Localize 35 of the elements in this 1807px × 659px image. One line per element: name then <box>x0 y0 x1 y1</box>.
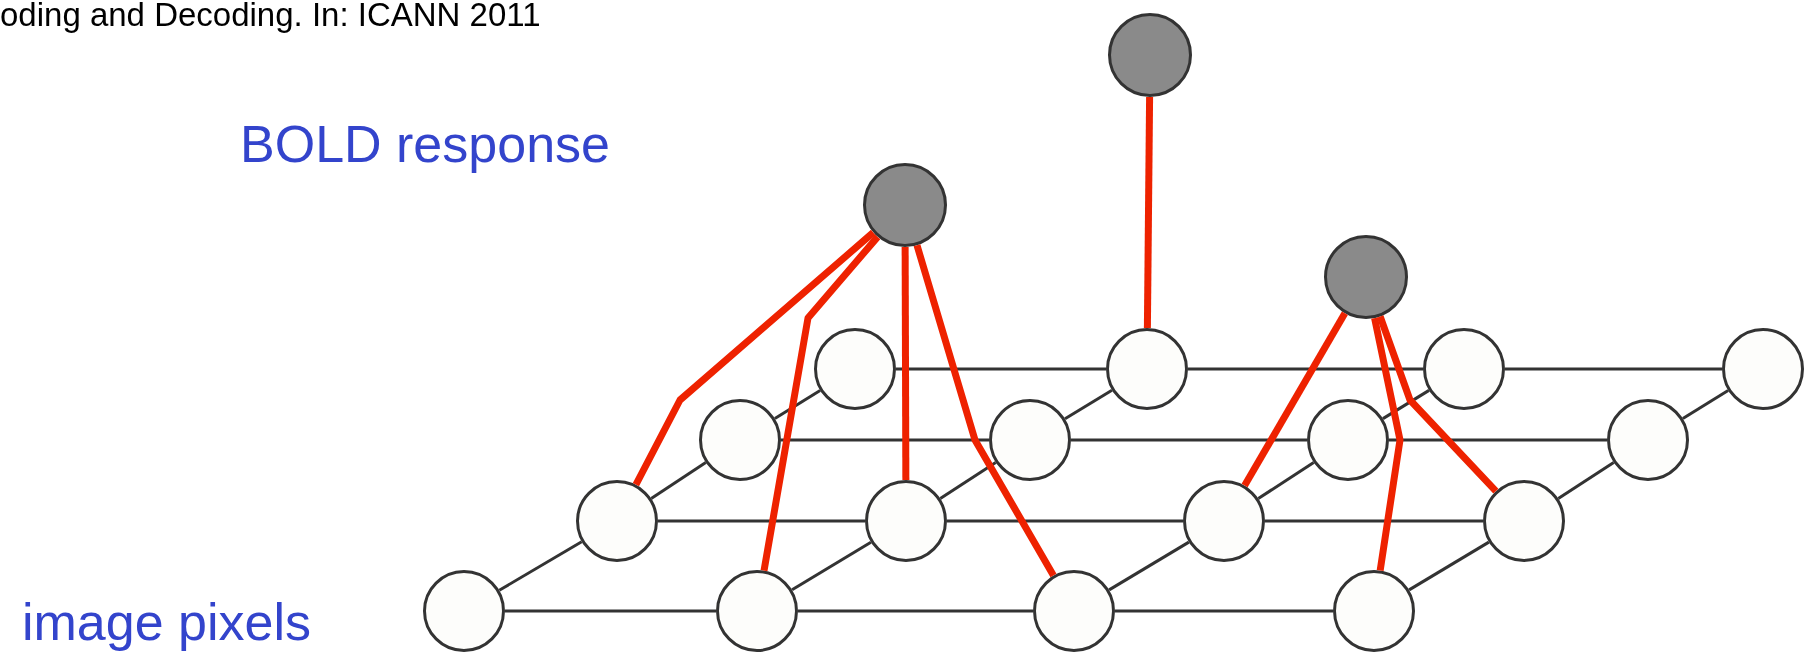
connector-line <box>1108 540 1190 592</box>
connector-line <box>1265 519 1483 523</box>
connector-line <box>1408 540 1490 592</box>
connector-line <box>774 389 821 420</box>
connector-line <box>1188 367 1423 371</box>
connector-line <box>1371 317 1404 571</box>
connector-line <box>632 229 876 487</box>
connector-line <box>1557 461 1615 500</box>
connector-line <box>498 540 583 592</box>
axis-label: BOLD response <box>240 114 610 175</box>
connector-line <box>939 461 997 500</box>
connector-line <box>1064 389 1113 420</box>
connector-line <box>1376 315 1499 494</box>
citation-text: oding and Decoding. In: ICANN 2011 <box>0 0 541 35</box>
connector-line <box>760 234 881 572</box>
connector-line <box>1389 438 1607 442</box>
connector-line <box>1505 367 1722 371</box>
axis-label: image pixels <box>22 592 312 653</box>
connector-line <box>1071 438 1307 442</box>
connector-line <box>901 247 910 480</box>
connector-line <box>791 540 872 592</box>
connector-line <box>947 519 1183 523</box>
connector-line <box>781 438 989 442</box>
connector-line <box>896 367 1106 371</box>
connector-line <box>1241 311 1348 488</box>
connector-line <box>1682 389 1729 420</box>
connector-line <box>505 609 716 613</box>
connector-line <box>798 609 1033 613</box>
connector-line <box>650 461 707 500</box>
connector-line <box>1115 609 1333 613</box>
connector-line <box>1257 461 1315 500</box>
connector-line <box>913 244 1057 578</box>
connector-line <box>1143 96 1154 329</box>
connector-line <box>658 519 865 523</box>
connector-line <box>1382 389 1430 420</box>
